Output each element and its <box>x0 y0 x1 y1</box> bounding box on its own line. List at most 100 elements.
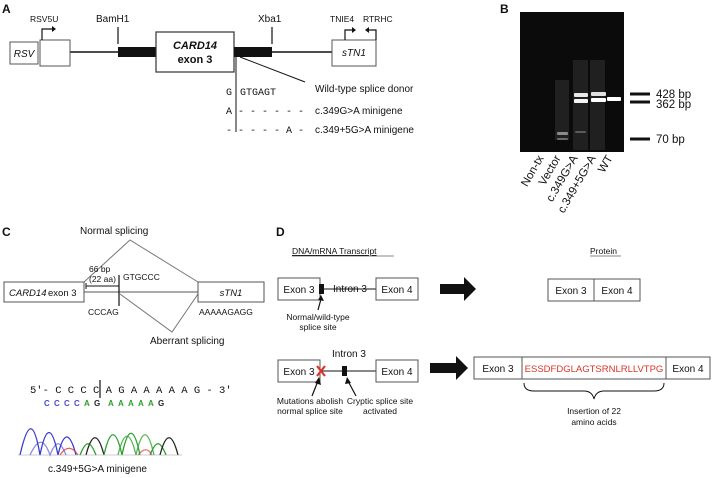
band-vector-faint <box>557 138 568 140</box>
seq-bottom-right-label: AAAAAGAGG <box>199 307 253 317</box>
stn1-label: sTN1 <box>342 48 366 59</box>
panel-d: D DNA/mRNA Transcript Protein Exon 3 Int… <box>276 225 711 427</box>
lane-smear-c349p5 <box>590 60 605 150</box>
band-c349g-faint <box>575 131 586 133</box>
dna-transcript-header: DNA/mRNA Transcript <box>292 246 377 256</box>
tnie4-primer-arrow <box>344 29 352 40</box>
band-label-428: 428 bp <box>656 89 691 101</box>
wt-splice-donor-label: Wild-type splice donor <box>315 84 414 95</box>
row2-exon4-box <box>375 359 419 383</box>
seq-bottom-left-label: CCCAG <box>88 307 119 317</box>
vector-exon-box <box>39 39 71 67</box>
insert-bp-label: 66 bp <box>89 264 111 274</box>
svg-text:G: G <box>158 399 164 408</box>
mut1-label: c.349G>A minigene <box>315 106 403 117</box>
row2-exon3-label: Exon 3 <box>283 367 315 378</box>
svg-text:A: A <box>128 399 134 408</box>
panel-b: B 428 bp 362 bp 70 bp Non-tx Vector c.34… <box>500 2 691 215</box>
row1-intron-label: Intron 3 <box>333 284 367 295</box>
rsv5u-primer-arrow <box>41 28 52 40</box>
svg-text:C: C <box>74 399 80 408</box>
chromatogram-sequence: 5'- C C C C A G A A A A A G - 3' <box>30 385 232 397</box>
normal-site-label-2: splice site <box>299 322 337 332</box>
card14-exon3-box-c <box>3 281 85 303</box>
row1-protein-exon4-label: Exon 4 <box>601 286 633 297</box>
svg-text:A: A <box>138 399 144 408</box>
row1-exon4-box <box>375 277 419 301</box>
abolish-label-2: normal splice site <box>277 406 343 416</box>
exon3-label: exon 3 <box>178 54 213 66</box>
stn1-label-c: sTN1 <box>220 288 243 299</box>
abolished-site-x-icon <box>316 365 326 377</box>
exon3-label-c: exon 3 <box>48 288 77 299</box>
band-c349p5-upper <box>591 92 606 96</box>
chromatogram-caption: c.349+5G>A minigene <box>48 464 147 475</box>
insertion-brace <box>523 382 665 400</box>
gel-image <box>520 12 624 152</box>
row1-exon3-label: Exon 3 <box>283 285 315 296</box>
rsv-promoter-box <box>9 41 39 65</box>
inserted-peptide-seq: ESSDFDGLAGTSRNLRLLVTPG <box>525 364 664 375</box>
svg-text:A: A <box>118 399 124 408</box>
chromatogram-trace <box>18 428 182 457</box>
row2-protein-exon4 <box>665 356 711 380</box>
band-vector-70 <box>557 132 568 135</box>
mut1-seq: A - - - - - - <box>226 107 304 118</box>
lane-smear-c349g <box>573 60 588 150</box>
row1-exon4-label: Exon 4 <box>381 285 413 296</box>
row1-pointer-line <box>317 298 322 311</box>
rsv5u-arrowhead <box>52 26 56 32</box>
rtrhc-primer-arrow <box>369 29 377 40</box>
card14-label-c: CARD14 <box>9 288 47 299</box>
insertion-label-1: Insertion of 22 <box>567 406 621 416</box>
svg-text:C: C <box>44 399 50 408</box>
row1-protein-exon3-label: Exon 3 <box>555 286 587 297</box>
row2-protein-exon3-label: Exon 3 <box>482 364 514 375</box>
row2-protein-exon4-label: Exon 4 <box>672 364 704 375</box>
row1-splice-site-marker <box>319 284 324 294</box>
svg-text:C: C <box>54 399 60 408</box>
aberrant-splicing-label: Aberrant splicing <box>150 336 224 347</box>
cryptic-label-1: Cryptic splice site <box>347 396 413 406</box>
card14-label: CARD14 <box>173 40 217 52</box>
tnie4-arrowhead <box>352 27 356 33</box>
row1-protein-exon4 <box>593 278 641 302</box>
panel-c-label: C <box>2 225 11 239</box>
svg-text:A: A <box>84 399 90 408</box>
bamh1-flank <box>118 47 156 57</box>
panel-d-label: D <box>276 225 285 239</box>
lane-smear-vector <box>555 80 569 140</box>
insertion-label-2: amino acids <box>571 417 616 427</box>
abolish-label-1: Mutations abolish <box>277 396 343 406</box>
chromatogram-basecalls: C C C C A G A A A A A G <box>44 399 164 408</box>
rsv-label: RSV <box>14 49 36 60</box>
row2-cryptic-pointer <box>347 380 357 397</box>
protein-header: Protein <box>590 246 617 256</box>
cryptic-site-marker <box>342 366 347 376</box>
band-wt <box>607 97 621 101</box>
tnie4-label: TNIE4 <box>330 14 354 24</box>
rsv5u-label: RSV5U <box>30 14 58 24</box>
panel-c: C Normal splicing CARD14 exon 3 sTN1 66 … <box>2 225 265 475</box>
svg-text:G: G <box>94 399 100 408</box>
panel-a-label: A <box>2 2 11 16</box>
xba1-flank <box>234 47 272 57</box>
bamh1-label: BamH1 <box>96 14 130 25</box>
normal-splicing-path <box>83 239 199 283</box>
row2-intron-label: Intron 3 <box>332 349 366 360</box>
xba1-label: Xba1 <box>258 14 282 25</box>
rtrhc-label: RTRHC <box>363 14 393 24</box>
band-label-362: 362 bp <box>656 99 691 111</box>
panel-b-label: B <box>500 2 509 16</box>
rtrhc-arrowhead <box>365 27 369 33</box>
band-label-70: 70 bp <box>656 134 685 146</box>
aberrant-splicing-path <box>119 293 199 333</box>
insert-aa-label: (22 aa) <box>89 274 116 284</box>
band-c349g-upper <box>574 93 588 97</box>
normal-splicing-label: Normal splicing <box>80 226 148 237</box>
svg-text:C: C <box>64 399 70 408</box>
svg-text:A: A <box>148 399 154 408</box>
band-c349g-lower <box>574 99 588 103</box>
row2-exon4-label: Exon 4 <box>381 367 413 378</box>
